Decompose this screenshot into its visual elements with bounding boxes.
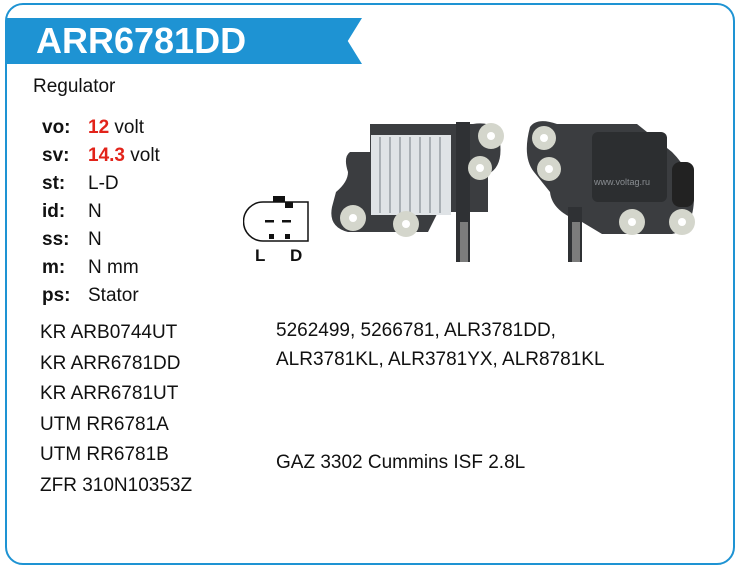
spec-row: ss: N — [42, 226, 102, 254]
spec-key: ps: — [42, 285, 71, 306]
spec-value: N — [88, 201, 102, 222]
regulator-photo-back: www.voltag.ru — [526, 121, 695, 262]
cross-reference-item: UTM RR6781B — [40, 444, 169, 465]
title-banner — [6, 18, 362, 64]
spec-row: vo: 12 volt — [42, 114, 144, 142]
product-card — [5, 3, 735, 565]
pin-label-d: D — [290, 246, 303, 265]
spec-key: ss: — [42, 229, 70, 250]
spec-value: 12 — [88, 117, 110, 138]
oem-line: ALR3781KL, ALR3781YX, ALR8781KL — [276, 349, 605, 370]
spec-row: ps: Stator — [42, 282, 139, 310]
spec-key: sv: — [42, 145, 70, 166]
spec-row: id: N — [42, 198, 102, 226]
oem-numbers: 5262499, 5266781, ALR3781DD, ALR3781KL, … — [276, 316, 605, 374]
spec-row: m: N mm — [42, 254, 139, 282]
spec-value: 14.3 — [88, 145, 125, 166]
watermark-text: www.voltag.ru — [593, 177, 650, 187]
product-type: Regulator — [33, 76, 116, 97]
pin-label-l: L — [255, 246, 266, 265]
spec-key: m: — [42, 257, 66, 278]
application: GAZ 3302 Cummins ISF 2.8L — [276, 452, 526, 473]
spec-value: N — [88, 229, 102, 250]
connector-diagram-icon — [243, 196, 309, 242]
spec-row: sv: 14.3 volt — [42, 142, 160, 170]
spec-row: st: L-D — [42, 170, 119, 198]
cross-reference-item: UTM RR6781A — [40, 413, 169, 435]
spec-key: vo: — [42, 117, 71, 138]
cross-reference-item: KR ARR6781UT — [40, 383, 179, 404]
regulator-photo-front — [331, 122, 504, 262]
spec-value: Stator — [88, 285, 139, 306]
cross-reference-item: ZFR 310N10353Z — [40, 474, 193, 496]
spec-key: st: — [42, 173, 66, 194]
cross-reference-item: KR ARR6781DD — [40, 352, 181, 374]
spec-key: id: — [42, 201, 66, 222]
oem-line: 5262499, 5266781, ALR3781DD, — [276, 320, 556, 341]
spec-value: L-D — [88, 173, 119, 194]
spec-value: N mm — [88, 257, 139, 278]
cross-reference-item: KR ARB0744UT — [40, 322, 178, 343]
spec-unit: volt — [124, 145, 160, 166]
spec-unit: volt — [109, 117, 144, 138]
product-title: ARR6781DD — [36, 20, 247, 61]
